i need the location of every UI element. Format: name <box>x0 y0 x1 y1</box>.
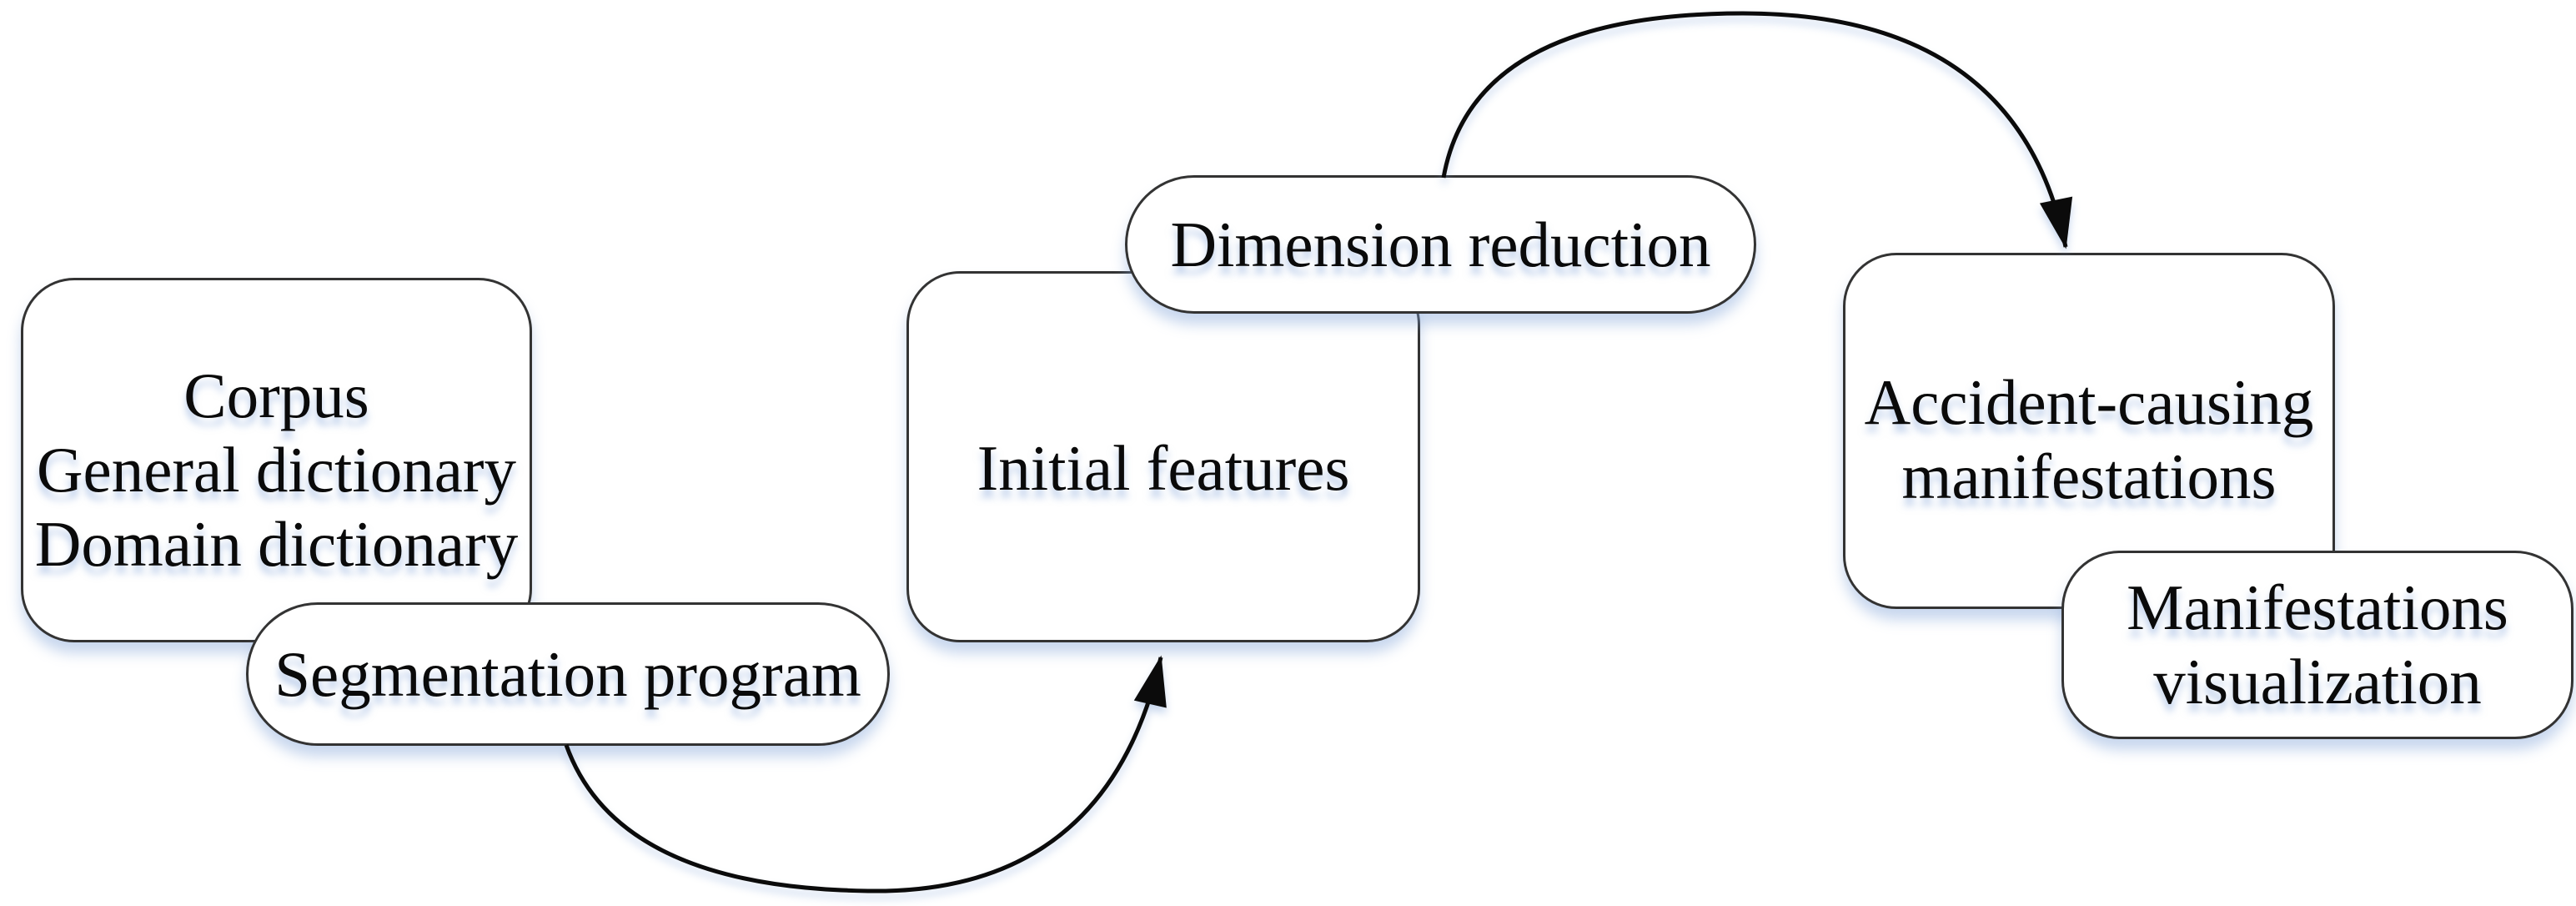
node-label-line: Accident-causing <box>1864 365 2314 438</box>
node-label-line: Manifestations <box>2127 571 2508 643</box>
node-segmentation-program-label: Segmentation program <box>274 637 861 712</box>
node-segmentation-program: Segmentation program <box>246 602 890 746</box>
node-label-line: Domain dictionary <box>34 508 519 580</box>
node-label-line: Initial features <box>977 432 1350 504</box>
node-label-line: Dimension reduction <box>1170 208 1711 280</box>
node-manifestations-visualization-label: Manifestations visualization <box>2127 571 2508 719</box>
node-label-line: manifestations <box>1901 440 2277 512</box>
node-dimension-reduction: Dimension reduction <box>1125 175 1756 314</box>
node-corpus-dictionaries: Corpus General dictionary Domain diction… <box>21 278 532 642</box>
node-corpus-dictionaries-label: Corpus General dictionary Domain diction… <box>35 359 519 581</box>
node-manifestations-visualization: Manifestations visualization <box>2061 551 2573 739</box>
node-initial-features-label: Initial features <box>977 431 1350 506</box>
node-label-line: General dictionary <box>36 434 517 506</box>
node-accident-causing-manifestations: Accident-causing manifestations <box>1843 253 2335 609</box>
node-initial-features: Initial features <box>906 271 1420 642</box>
node-dimension-reduction-label: Dimension reduction <box>1171 208 1711 282</box>
node-accident-causing-manifestations-label: Accident-causing manifestations <box>1865 365 2314 514</box>
node-label-line: visualization <box>2153 646 2482 717</box>
node-label-line: Segmentation program <box>274 637 861 710</box>
node-label-line: Corpus <box>183 360 369 431</box>
